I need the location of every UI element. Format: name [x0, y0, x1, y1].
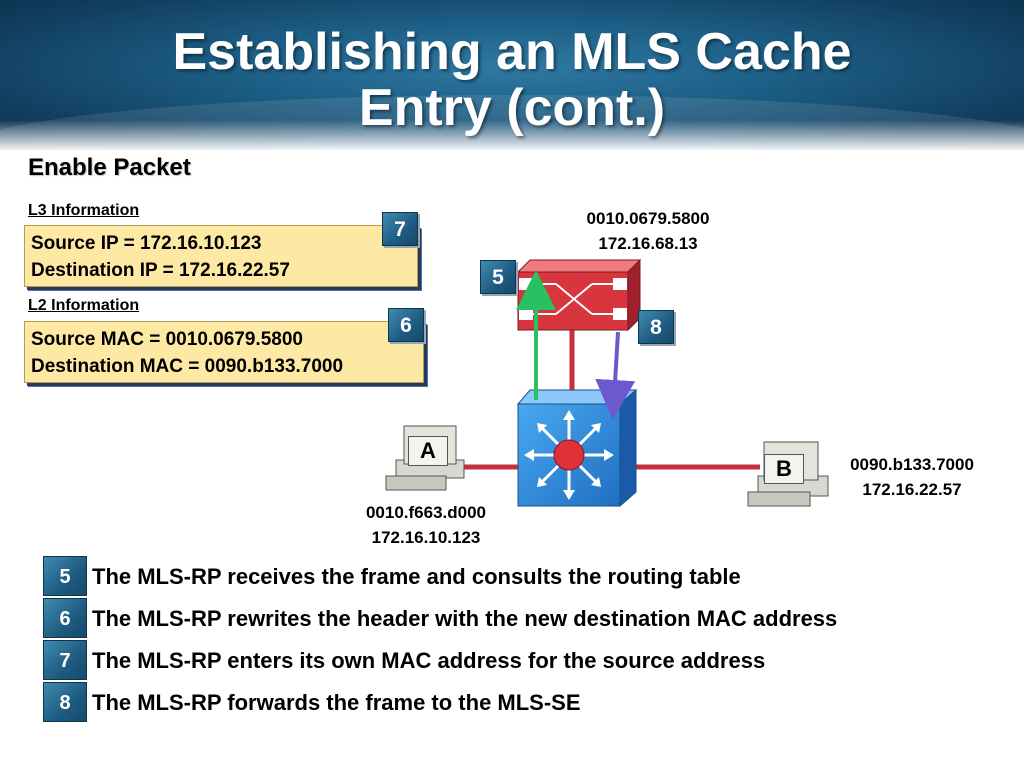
l3-info-box: Source IP = 172.16.10.123 Destination IP…: [24, 225, 418, 287]
step-6-badge: 6: [388, 308, 424, 342]
l2-info-box: Source MAC = 0010.0679.5800 Destination …: [24, 321, 424, 383]
multilayer-switch-icon: [516, 388, 638, 508]
host-a-address: 0010.f663.d000 172.16.10.123: [338, 500, 514, 550]
host-b-address: 0090.b133.7000 172.16.22.57: [826, 452, 998, 502]
step-5-badge: 5: [480, 260, 516, 294]
step-text: The MLS-RP receives the frame and consul…: [92, 564, 741, 589]
l3-destination-ip: Destination IP = 172.16.22.57: [31, 260, 290, 281]
l3-source-ip: Source IP = 172.16.10.123: [31, 233, 262, 254]
step-text: The MLS-RP rewrites the header with the …: [92, 606, 838, 631]
step-number: 8: [43, 682, 87, 722]
step-7-badge: 7: [382, 212, 418, 246]
l2-destination-mac: Destination MAC = 0090.b133.7000: [31, 356, 344, 377]
host-a-ip: 172.16.10.123: [371, 528, 481, 547]
step-8-badge: 8: [638, 310, 674, 344]
subheading: Enable Packet: [28, 154, 191, 181]
router-icon: [516, 258, 642, 332]
links: [460, 328, 760, 470]
host-b-ip: 172.16.22.57: [862, 480, 962, 499]
host-a-label: A: [408, 436, 448, 466]
step-number: 6: [43, 598, 87, 638]
router-mac: 0010.0679.5800: [586, 209, 710, 228]
host-b-label: B: [764, 454, 804, 484]
slide-title-line2: Entry (cont.): [358, 79, 666, 137]
l2-source-mac: Source MAC = 0010.0679.5800: [31, 329, 303, 350]
slide-title-line1: Establishing an MLS Cache: [172, 23, 852, 81]
banner-fade: [0, 120, 1024, 160]
step-text: The MLS-RP forwards the frame to the MLS…: [92, 690, 581, 715]
l2-info-label: L2 Information: [28, 297, 140, 314]
step-number: 5: [43, 556, 87, 596]
router-ip: 172.16.68.13: [598, 234, 698, 253]
host-b-mac: 0090.b133.7000: [850, 455, 974, 474]
arrow-router-to-switch: [595, 331, 636, 420]
router-address: 0010.0679.5800 172.16.68.13: [560, 206, 736, 256]
step-text: The MLS-RP enters its own MAC address fo…: [92, 648, 766, 673]
host-a-mac: 0010.f663.d000: [365, 503, 487, 522]
slide-title: Establishing an MLS Cache Entry (cont.): [0, 24, 1024, 136]
step-number: 7: [43, 640, 87, 680]
l3-info-label: L3 Information: [28, 202, 140, 219]
